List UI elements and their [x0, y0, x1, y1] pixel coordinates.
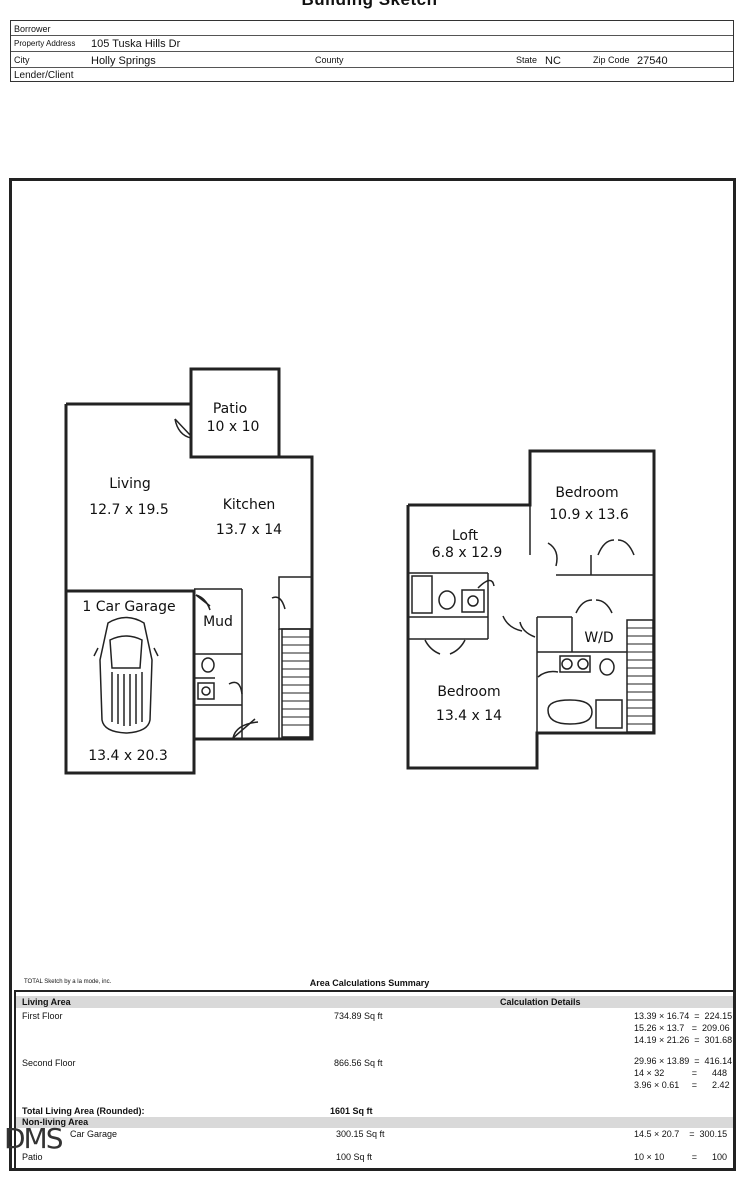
- second-floor-label: Second Floor: [22, 1058, 76, 1068]
- first-floor-calc-3: 14.19 × 21.26 = 301.68: [634, 1035, 733, 1045]
- county-label: County: [315, 55, 344, 65]
- city-value: Holly Springs: [91, 55, 156, 67]
- garage-area-value: 300.15 Sq ft: [336, 1129, 385, 1139]
- city-row: City Holly Springs County State NC Zip C…: [11, 52, 733, 68]
- city-label: City: [14, 55, 30, 65]
- living-label: Living: [109, 476, 151, 492]
- washer-dryer-label: W/D: [584, 630, 613, 646]
- lender-label: Lender/Client: [14, 70, 74, 81]
- car-icon: [93, 616, 159, 734]
- loft-dim: 6.8 x 12.9: [432, 545, 503, 561]
- second-floor-value: 866.56 Sq ft: [334, 1058, 383, 1068]
- dms-watermark: DMS: [4, 1122, 63, 1155]
- patio-area-label: Patio: [22, 1152, 43, 1162]
- zip-label: Zip Code: [593, 55, 630, 65]
- garage-outline: [64, 589, 196, 775]
- patio-area-calc: 10 × 10 = 100: [634, 1152, 728, 1162]
- address-row: Property Address 105 Tuska Hills Dr: [11, 36, 733, 52]
- borrower-row: Borrower: [11, 21, 733, 36]
- software-credit: TOTAL Sketch by a la mode, inc.: [24, 979, 112, 985]
- bedroom-lower-label: Bedroom: [437, 684, 500, 700]
- second-floor-calc-2: 14 × 32 = 448: [634, 1068, 728, 1078]
- second-floor-calc-1: 29.96 × 13.89 = 416.14: [634, 1056, 733, 1066]
- second-floor-calc-3: 3.96 × 0.61 = 2.42: [634, 1080, 730, 1090]
- state-label: State: [516, 55, 538, 65]
- patio-label: Patio: [213, 401, 247, 417]
- garage-area-calc: 14.5 × 20.7 = 300.15: [634, 1129, 728, 1139]
- living-area-band: [16, 996, 733, 1008]
- second-floor-outline: [406, 449, 656, 770]
- subject-header-box: Borrower Property Address 105 Tuska Hill…: [10, 20, 734, 82]
- bedroom-upper-dim: 10.9 x 13.6: [549, 507, 629, 523]
- loft-label: Loft: [452, 528, 479, 544]
- first-floor-value: 734.89 Sq ft: [334, 1011, 383, 1021]
- first-floor-calc-2: 15.26 × 13.7 = 209.06: [634, 1023, 730, 1033]
- zip-value: 27540: [637, 55, 668, 67]
- calc-details-label: Calculation Details: [500, 997, 581, 1007]
- living-dim: 12.7 x 19.5: [89, 502, 169, 518]
- garage-area-label: Car Garage: [70, 1129, 118, 1139]
- bedroom-lower-dim: 13.4 x 14: [436, 708, 502, 724]
- patio-outline: [189, 367, 281, 459]
- patio-dim: 10 x 10: [207, 419, 260, 435]
- mud-label: Mud: [203, 614, 233, 630]
- total-living-label: Total Living Area (Rounded):: [22, 1106, 145, 1116]
- lender-row: Lender/Client: [11, 68, 733, 82]
- garage-label: 1 Car Garage: [82, 599, 175, 615]
- garage-dim: 13.4 x 20.3: [88, 748, 168, 764]
- state-value: NC: [545, 55, 561, 67]
- non-living-band: [16, 1117, 733, 1128]
- bedroom-upper-label: Bedroom: [555, 485, 618, 501]
- first-floor-outline: [64, 367, 314, 775]
- first-floor-calc-1: 13.39 × 16.74 = 224.15: [634, 1011, 733, 1021]
- non-living-label: Non-living Area: [22, 1117, 89, 1127]
- total-living-value: 1601 Sq ft: [330, 1106, 373, 1116]
- property-address-value: 105 Tuska Hills Dr: [91, 38, 181, 50]
- patio-area-value: 100 Sq ft: [336, 1152, 373, 1162]
- page-title: Building Sketch: [0, 0, 739, 10]
- area-calculations-table: Living Area Calculation Details First Fl…: [14, 990, 735, 1170]
- first-floor-label: First Floor: [22, 1011, 63, 1021]
- property-address-label: Property Address: [14, 39, 76, 48]
- kitchen-label: Kitchen: [223, 497, 276, 513]
- living-area-label: Living Area: [22, 997, 71, 1007]
- kitchen-dim: 13.7 x 14: [216, 522, 282, 538]
- area-summary-title: Area Calculations Summary: [309, 978, 430, 988]
- borrower-label: Borrower: [14, 24, 51, 34]
